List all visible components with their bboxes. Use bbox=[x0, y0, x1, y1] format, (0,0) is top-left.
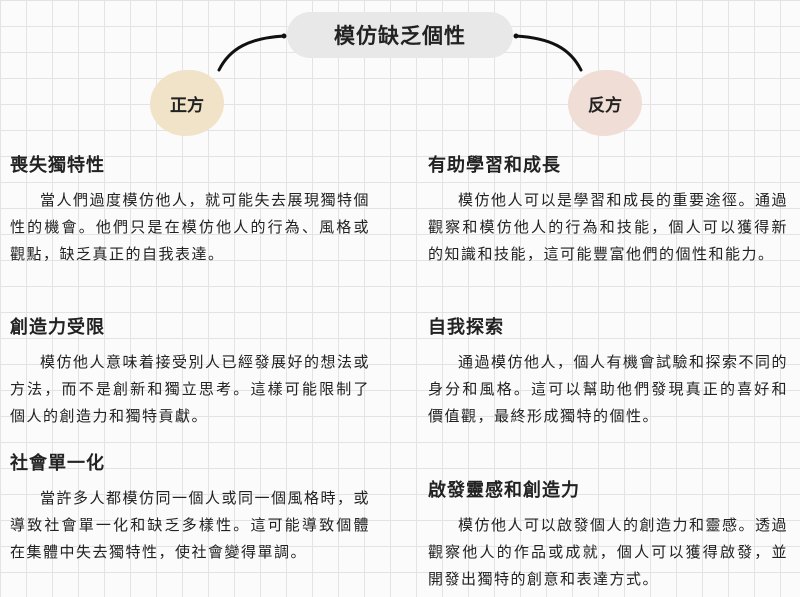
pro-point-1-heading: 喪失獨特性 bbox=[10, 155, 105, 176]
pro-point-2-body: 模仿他人意味着接受別人已經發展好的想法或方法，而不是創新和獨立思考。這樣可能限制… bbox=[10, 353, 371, 425]
pro-point-1-body: 當人們過度模仿他人，就可能失去展現獨特個性的機會。他們只是在模仿他人的行為、風格… bbox=[10, 191, 371, 263]
right-arc bbox=[514, 34, 583, 72]
page-title: 模仿缺乏個性 bbox=[287, 12, 513, 58]
pro-point-3: 社會單一化 當許多人都模仿同一個人或同一個風格時，或導致社會單一化和缺乏多樣性。… bbox=[10, 449, 370, 566]
pro-point-2-heading: 創造力受限 bbox=[10, 317, 105, 338]
pro-point-3-body: 當許多人都模仿同一個人或同一個風格時，或導致社會單一化和缺乏多樣性。這可能導致個… bbox=[10, 489, 371, 561]
con-side-badge: 反方 bbox=[568, 70, 642, 136]
right-arc-end-dot bbox=[513, 33, 519, 39]
left-arc bbox=[217, 34, 286, 72]
con-point-2: 自我探索 通過模仿他人，個人有機會試驗和探索不同的身分和風格。這可以幫助他們發現… bbox=[428, 313, 788, 430]
con-point-2-body: 通過模仿他人，個人有機會試驗和探索不同的身分和風格。這可以幫助他們發現真正的喜好… bbox=[428, 353, 789, 425]
pro-point-1: 喪失獨特性 當人們過度模仿他人，就可能失去展現獨特個性的機會。他們只是在模仿他人… bbox=[10, 151, 370, 268]
con-point-2-heading: 自我探索 bbox=[428, 317, 504, 338]
pro-point-3-heading: 社會單一化 bbox=[10, 453, 105, 474]
con-point-3-heading: 啟發靈感和創造力 bbox=[428, 480, 580, 501]
pro-point-2: 創造力受限 模仿他人意味着接受別人已經發展好的想法或方法，而不是創新和獨立思考。… bbox=[10, 313, 370, 430]
pro-side-badge: 正方 bbox=[150, 70, 224, 136]
left-arc-end-dot bbox=[281, 33, 287, 39]
con-point-3: 啟發靈感和創造力 模仿他人可以啟發個人的創造力和靈感。透過觀察他人的作品或成就，… bbox=[428, 476, 788, 593]
con-point-1-heading: 有助學習和成長 bbox=[428, 155, 561, 176]
connector-arcs bbox=[217, 33, 583, 72]
con-point-3-body: 模仿他人可以啟發個人的創造力和靈感。透過觀察他人的作品或成就，個人可以獲得啟發，… bbox=[428, 516, 789, 588]
con-point-1: 有助學習和成長 模仿他人可以是學習和成長的重要途徑。通過觀察和模仿他人的行為和技… bbox=[428, 151, 788, 268]
con-point-1-body: 模仿他人可以是學習和成長的重要途徑。通過觀察和模仿他人的行為和技能，個人可以獲得… bbox=[428, 191, 789, 263]
